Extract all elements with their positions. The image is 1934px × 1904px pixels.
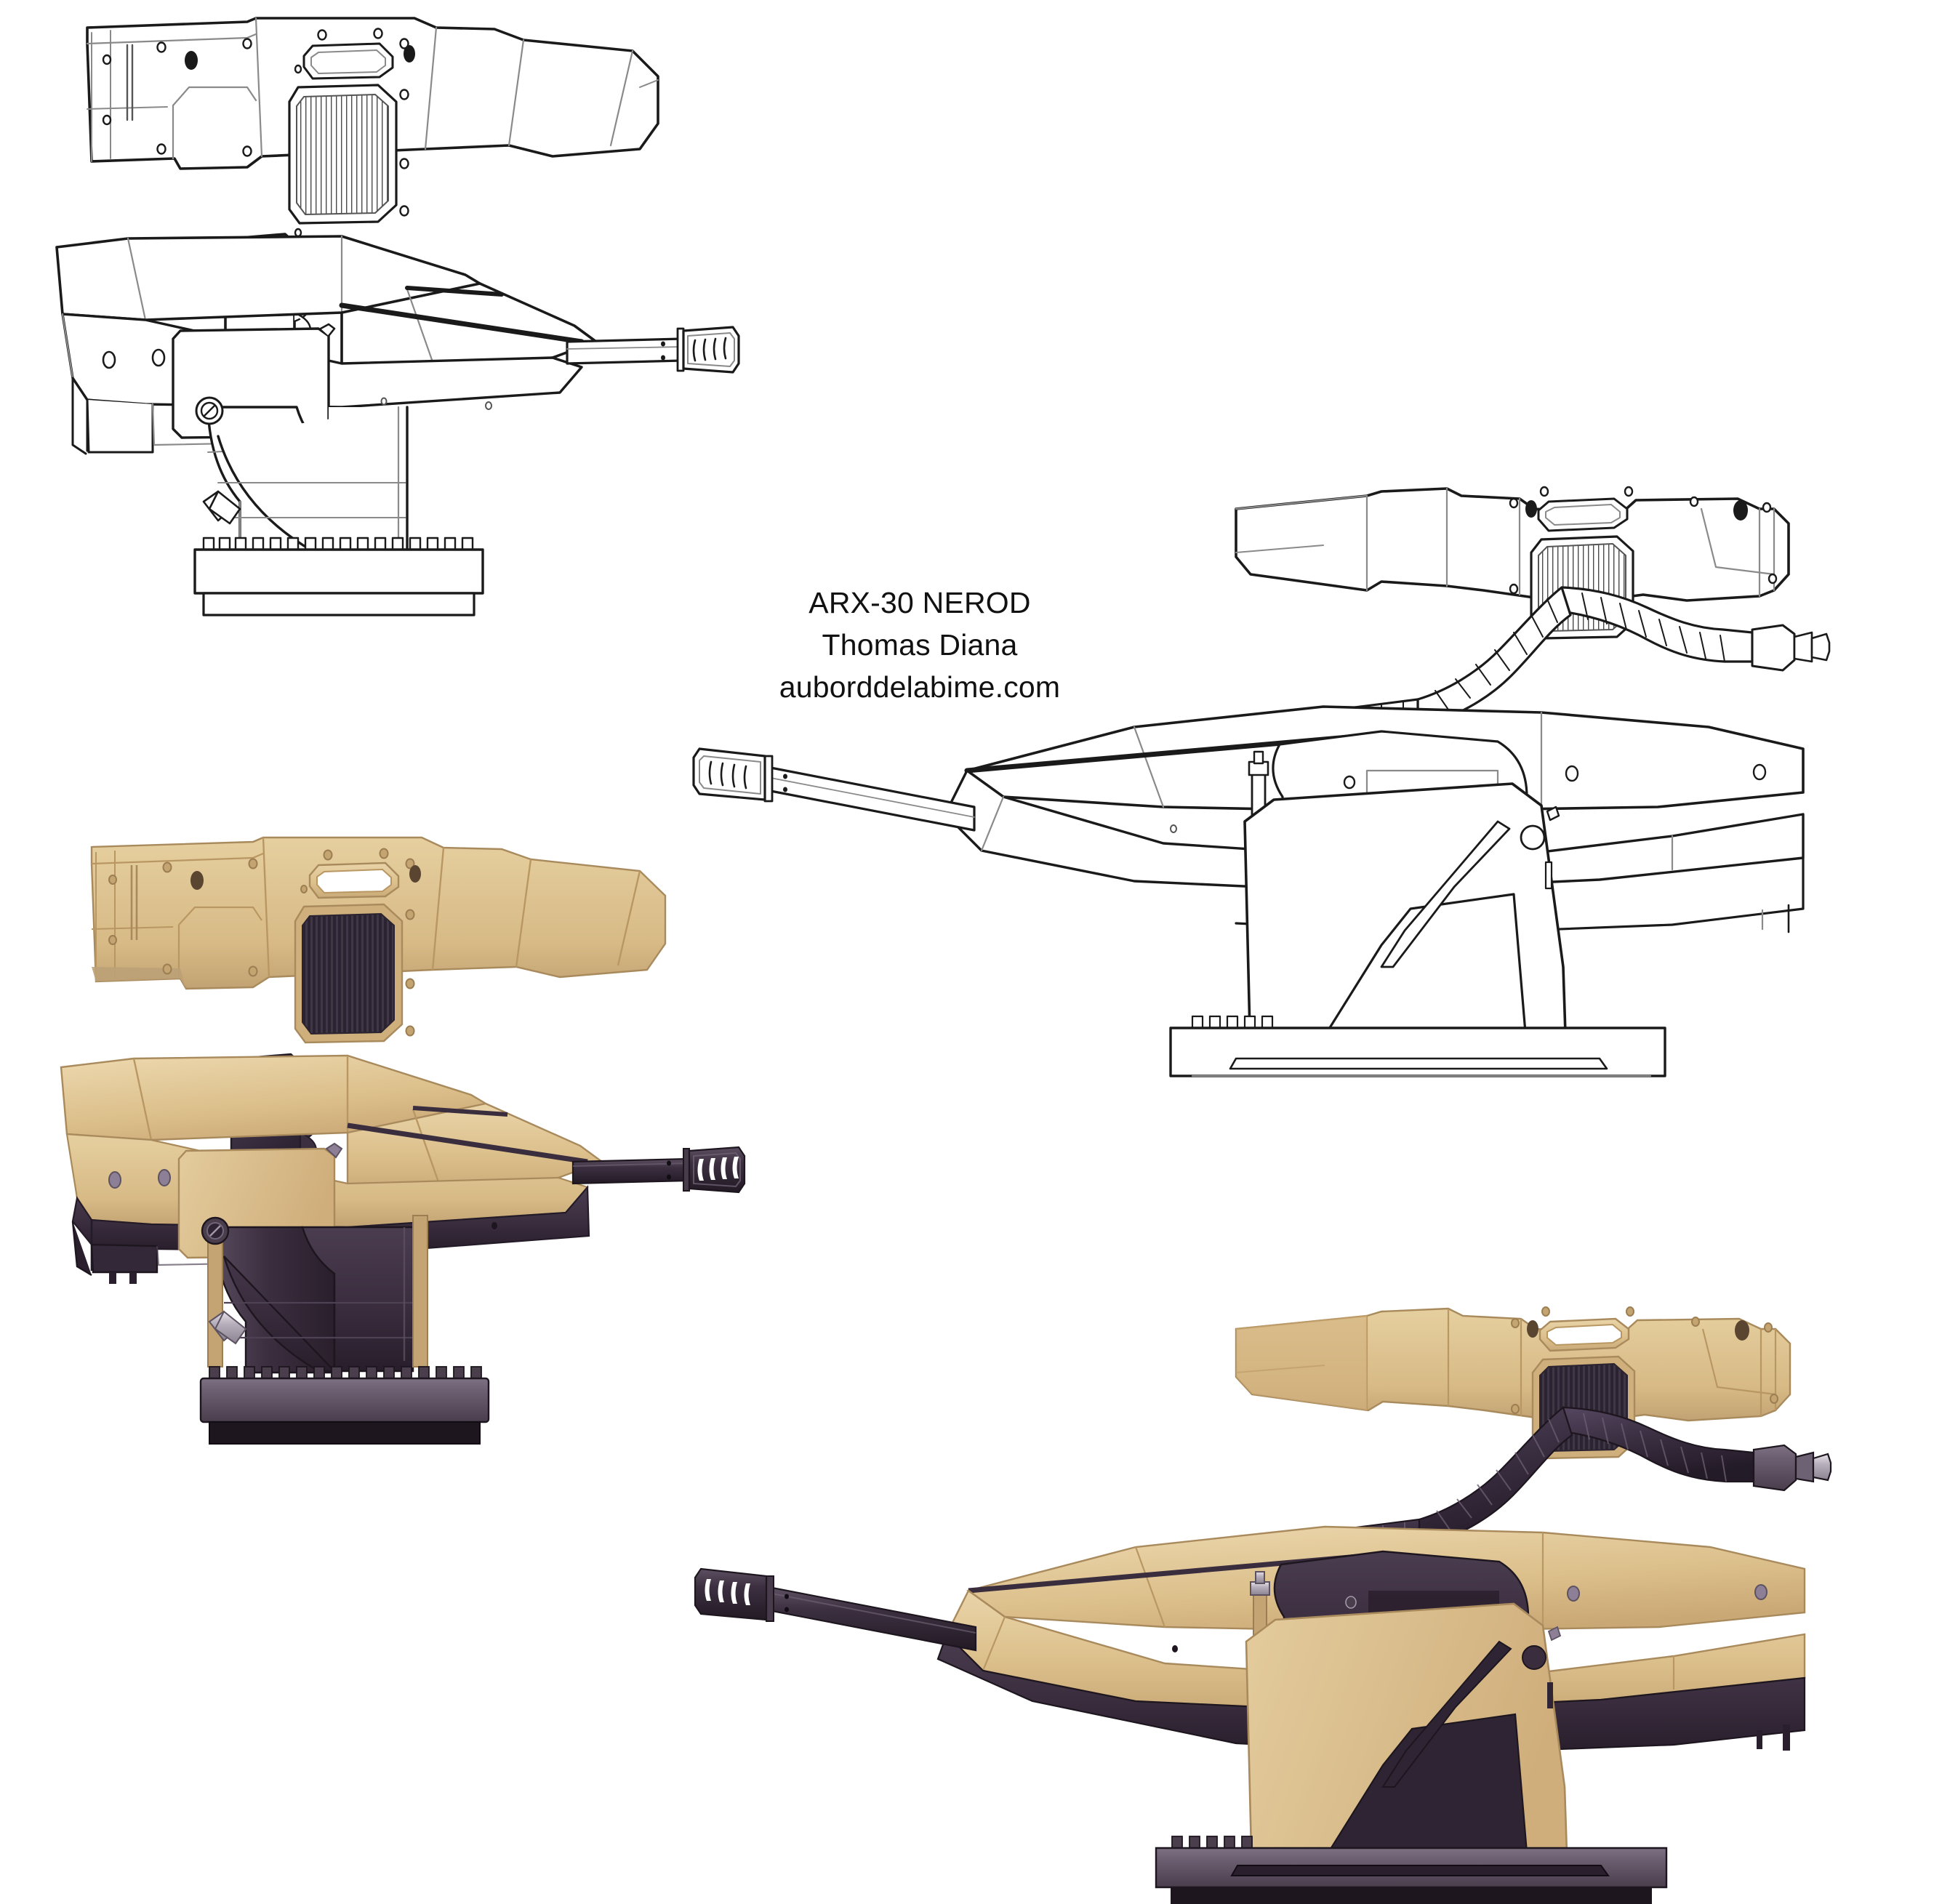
port-hole — [1735, 1320, 1749, 1341]
view-color-side — [60, 836, 746, 1445]
bolt-hole — [158, 1169, 171, 1186]
base-plate — [1155, 1836, 1668, 1904]
cooling-grille — [294, 903, 404, 1044]
view-color-threequarter — [694, 1306, 1832, 1904]
cooling-grille — [288, 84, 398, 225]
hinge-pin — [201, 1216, 230, 1245]
housing-fasteners — [1511, 1306, 1778, 1414]
carry-handle-cutout — [1538, 1317, 1630, 1352]
bolt-hole — [491, 1222, 497, 1229]
base-plate — [199, 1366, 490, 1445]
housing-fasteners — [108, 848, 415, 1037]
ammo-belt — [1280, 1406, 1832, 1566]
port-hole — [185, 51, 198, 70]
base-plate-studs — [209, 1366, 482, 1379]
port-hole — [1527, 1320, 1538, 1338]
hinge-pin — [195, 396, 224, 425]
port-hole — [409, 865, 421, 883]
muzzle-brake — [692, 747, 787, 803]
port-hole — [404, 45, 415, 63]
artist-name: Thomas Diana — [822, 628, 1018, 662]
pedestal — [201, 1215, 428, 1374]
muzzle-brake — [667, 1146, 746, 1194]
base-plate — [1169, 1015, 1666, 1077]
sensor-mast-housing — [1235, 1307, 1791, 1422]
housing-fasteners — [1509, 486, 1778, 595]
muzzle-brake — [694, 1567, 789, 1622]
artist-website: auborddelabime.com — [779, 670, 1061, 704]
model-designation: ARX-30 NEROD — [808, 586, 1031, 619]
gun-barrel — [566, 337, 683, 365]
housing-fasteners — [102, 28, 409, 238]
port-hole — [190, 871, 204, 890]
pedestal — [195, 396, 409, 554]
credit-caption: ARX-30 NEROD Thomas Diana auborddelabime… — [763, 582, 1076, 709]
view-lineart-side — [55, 17, 740, 616]
side-armour-plate — [1245, 1584, 1768, 1883]
bolt-hole — [151, 348, 166, 367]
carry-handle-cutout — [302, 42, 394, 80]
carry-handle-cutout — [308, 861, 400, 899]
bolt-hole — [102, 350, 116, 369]
muzzle-brake — [661, 326, 740, 374]
elevation-actuator — [202, 490, 241, 525]
base-plate — [193, 537, 484, 616]
port-hole — [1733, 500, 1748, 521]
view-lineart-threequarter — [692, 486, 1831, 1077]
bolt-hole — [380, 397, 388, 406]
elevation-actuator — [208, 1310, 247, 1345]
bolt-hole — [485, 401, 492, 410]
base-plate-studs — [1191, 1015, 1274, 1029]
side-armour-plate — [1243, 763, 1767, 1063]
bolt-hole — [108, 1171, 121, 1189]
port-hole — [1525, 500, 1537, 518]
carry-handle-cutout — [1537, 497, 1629, 532]
